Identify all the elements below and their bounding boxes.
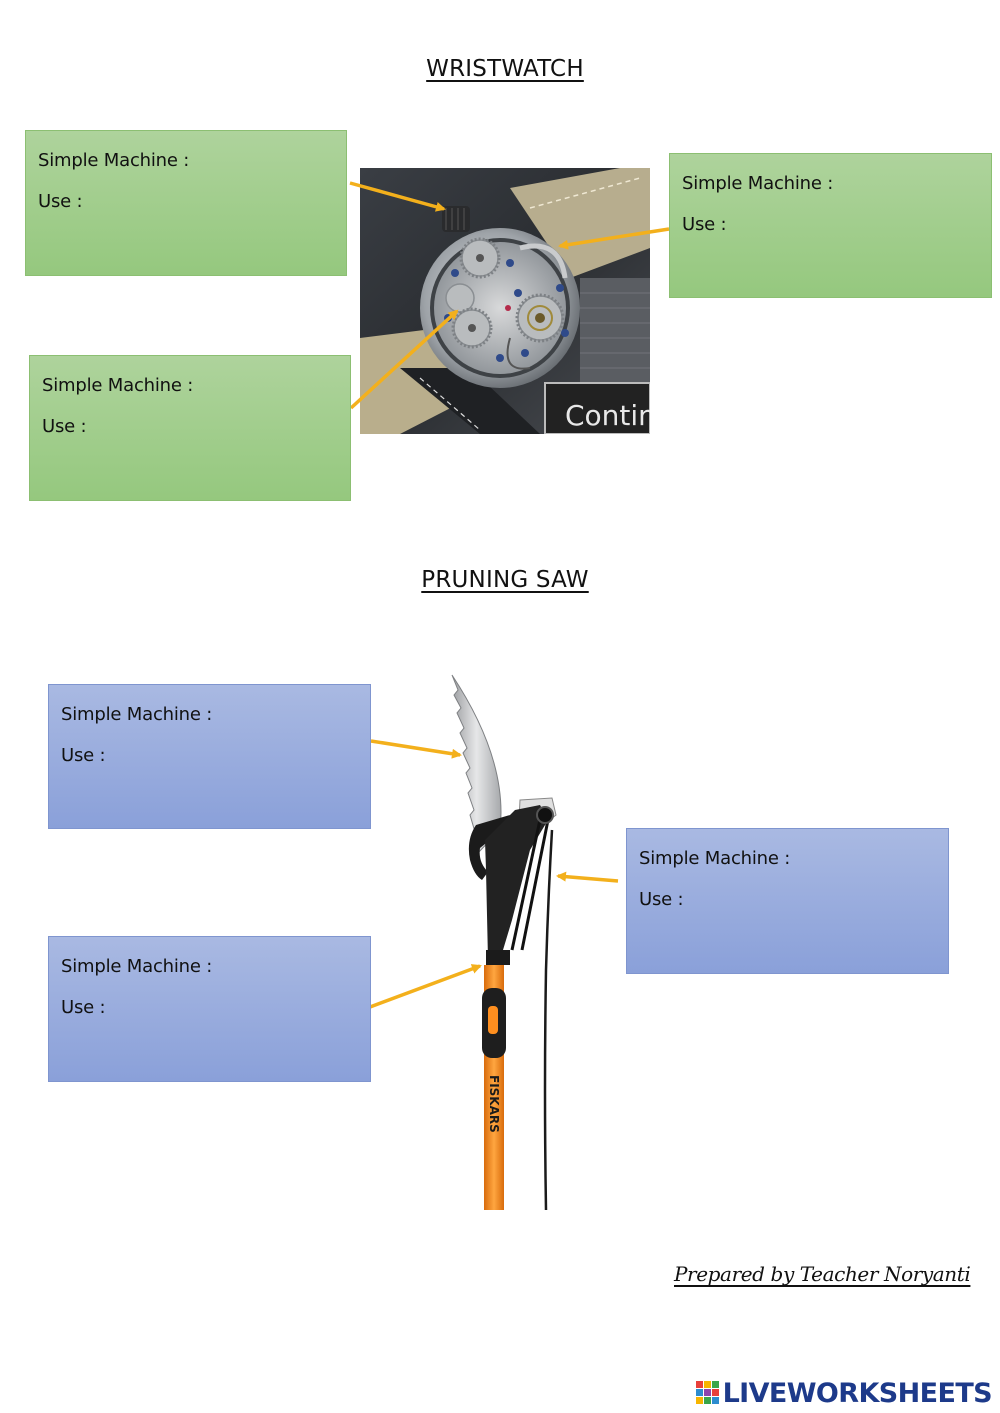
use-label: Use :: [61, 997, 106, 1018]
use-label: Use :: [42, 416, 87, 437]
liveworksheets-brand[interactable]: LIVEWORKSHEETS: [695, 1376, 993, 1410]
liveworksheets-logo-icon: [695, 1381, 719, 1404]
brand-name: LIVEWORKSHEETS: [722, 1377, 993, 1409]
simple-machine-label: Simple Machine :: [61, 704, 213, 725]
simple-machine-label: Simple Machine :: [38, 150, 190, 171]
pruning-saw-illustration: FISKARS: [451, 674, 557, 1211]
saw-answer-box-pulley[interactable]: Simple Machine : Use :: [626, 828, 949, 974]
saw-answer-box-lever[interactable]: Simple Machine : Use :: [48, 936, 371, 1082]
watch-answer-box-balance[interactable]: Simple Machine : Use :: [669, 153, 992, 298]
author-credit: Prepared by Teacher Noryanti: [674, 1262, 971, 1286]
use-label: Use :: [38, 191, 83, 212]
wristwatch-photo: Contin: [360, 168, 650, 434]
watch-answer-box-gears[interactable]: Simple Machine : Use :: [29, 355, 351, 501]
simple-machine-label: Simple Machine :: [639, 848, 791, 869]
simple-machine-label: Simple Machine :: [61, 956, 213, 977]
use-label: Use :: [61, 745, 106, 766]
use-label: Use :: [639, 889, 684, 910]
use-label: Use :: [682, 214, 727, 235]
watch-answer-box-crown[interactable]: Simple Machine : Use :: [25, 130, 347, 276]
simple-machine-label: Simple Machine :: [42, 375, 194, 396]
wristwatch-title: WRISTWATCH: [426, 56, 584, 82]
saw-answer-box-blade[interactable]: Simple Machine : Use :: [48, 684, 371, 829]
simple-machine-label: Simple Machine :: [682, 173, 834, 194]
saw-handle-text: FISKARS: [487, 1075, 501, 1133]
pruning-saw-title: PRUNING SAW: [421, 567, 589, 593]
watch-photo-text: Contin: [565, 399, 650, 432]
